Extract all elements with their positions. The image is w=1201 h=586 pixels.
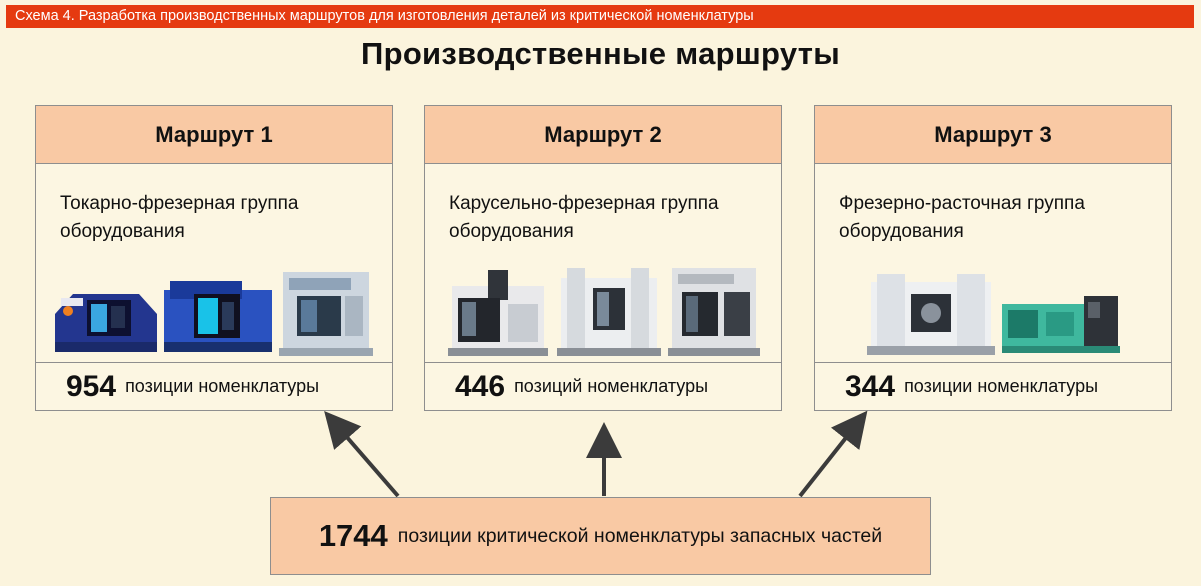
arrow-up-left-icon xyxy=(324,410,400,498)
route-3-body: Фрезерно-расточная группа оборудования xyxy=(814,164,1172,363)
route-card-3: Маршрут 3 Фрезерно-расточная группа обор… xyxy=(814,105,1172,411)
total-label: позиции критической номенклатуры запасны… xyxy=(397,524,883,547)
route-1-count-box: 954 позиции номенклатуры xyxy=(35,363,393,411)
route-3-count-box: 344 позиции номенклатуры xyxy=(814,363,1172,411)
arrows-layer xyxy=(324,410,868,498)
route-2-count-box: 446 позиций номенклатуры xyxy=(424,363,782,411)
boring-machine-icon xyxy=(1001,296,1120,353)
route-1-machines-row xyxy=(36,268,392,356)
route-1-count-label: позиции номенклатуры xyxy=(125,376,320,396)
total-box: 1744 позиции критической номенклатуры за… xyxy=(270,497,931,575)
machining-center-icon xyxy=(279,272,373,356)
route-1-header: Маршрут 1 xyxy=(35,105,393,164)
route-1-description: Токарно-фрезерная группа оборудования xyxy=(60,193,299,242)
page-title: Производственные маршруты xyxy=(361,36,840,71)
route-3-machines-row xyxy=(815,270,1171,356)
vertical-turning-machine-icon xyxy=(448,270,548,356)
route-2-count-label: позиций номенклатуры xyxy=(514,376,709,396)
vertical-turning-machine-icon xyxy=(557,268,661,356)
route-2-description: Карусельно-фрезерная группа оборудования xyxy=(449,193,719,242)
lathe-machine-icon xyxy=(55,294,157,352)
route-card-1: Маршрут 1 Токарно-фрезерная группа обору… xyxy=(35,105,393,411)
arrow-up-right-icon xyxy=(798,410,868,498)
turn-mill-machine-icon xyxy=(164,281,272,352)
boxed-machining-center-icon xyxy=(668,268,760,356)
route-2-body: Карусельно-фрезерная группа оборудования xyxy=(424,164,782,363)
route-3-count: 344 xyxy=(845,369,896,403)
route-2-header: Маршрут 2 xyxy=(424,105,782,164)
route-1-body: Токарно-фрезерная группа оборудования xyxy=(35,164,393,363)
total-count: 1744 xyxy=(318,518,388,553)
scheme-banner: Схема 4. Разработка производственных мар… xyxy=(6,5,1194,28)
route-card-2: Маршрут 2 Карусельно-фрезерная группа об… xyxy=(424,105,782,411)
route-3-count-label: позиции номенклатуры xyxy=(904,376,1099,396)
route-3-header: Маршрут 3 xyxy=(814,105,1172,164)
gantry-milling-machine-icon xyxy=(866,274,995,355)
route-1-count: 954 xyxy=(66,369,117,403)
route-2-count: 446 xyxy=(455,369,506,403)
route-3-description: Фрезерно-расточная группа оборудования xyxy=(839,193,1085,242)
route-2-machines-row xyxy=(425,262,781,356)
